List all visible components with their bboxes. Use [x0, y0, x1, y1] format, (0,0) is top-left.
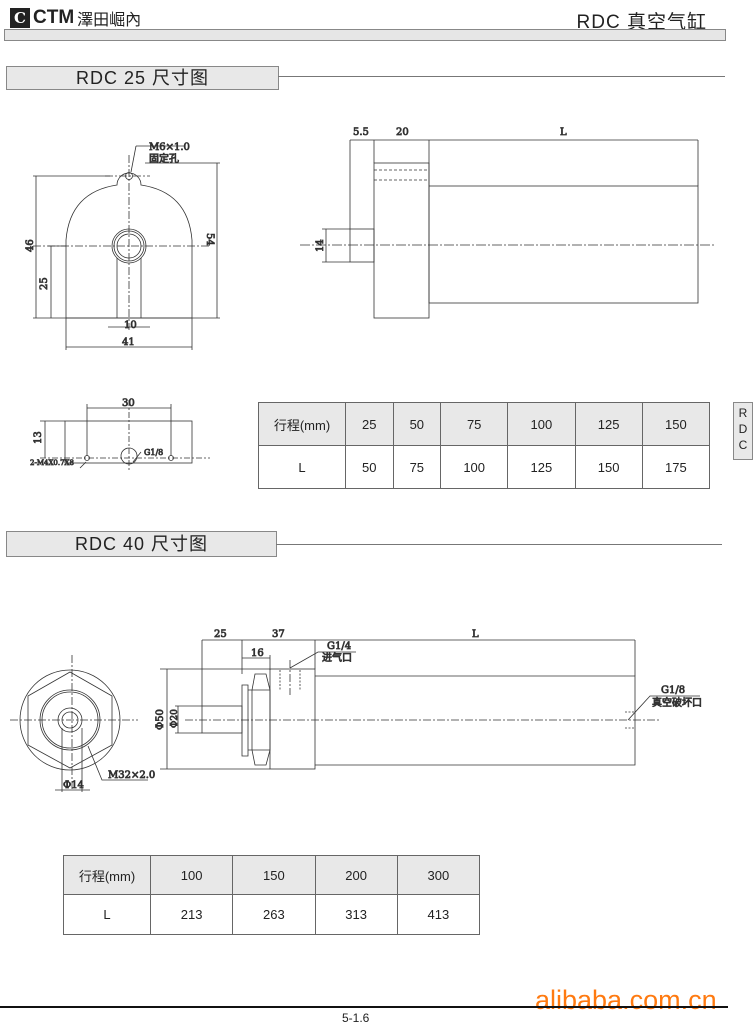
section-title-rdc40: RDC 40 尺寸图: [6, 531, 277, 557]
table-row: L 213 263 313 413: [63, 894, 481, 935]
rdc40-front-view: Φ14 M32×2.0: [10, 655, 156, 792]
table-cell: 175: [641, 445, 711, 489]
logo-mark-icon: C: [10, 8, 30, 28]
table-row: L 50 75 100 125 150 175: [258, 445, 711, 489]
hole-label: M6×1.0: [149, 142, 190, 153]
brand-logo: C CTM 澤田崛內: [10, 6, 141, 30]
inlet-port-label: G1/4: [327, 641, 351, 652]
dim-20: 20: [396, 127, 409, 138]
table-cell: 150: [574, 445, 643, 489]
hole-desc: 固定孔: [149, 152, 179, 165]
table-cell: 300: [396, 855, 481, 895]
inlet-desc: 进气口: [322, 651, 352, 664]
dim-5-5: 5.5: [353, 127, 369, 138]
vacuum-desc: 真空破坏口: [652, 696, 702, 709]
logo-brand: CTM: [33, 7, 75, 28]
table-cell: 150: [641, 402, 711, 446]
section-title-rdc25: RDC 25 尺寸图: [6, 66, 279, 90]
table-cell: 25: [345, 402, 394, 446]
dim-25: 25: [39, 277, 50, 290]
table-cell: L: [258, 445, 346, 489]
logo-cn: 澤田崛內: [77, 12, 142, 29]
dim-phi50: Φ50: [155, 709, 166, 730]
table-cell: 100: [440, 445, 509, 489]
table-header-row: 行程(mm) 100 150 200 300: [63, 855, 481, 895]
port-label: G1/8: [144, 448, 163, 457]
watermark: alibaba.com.cn: [535, 985, 717, 1015]
dim-13: 13: [33, 431, 44, 444]
rdc25-stroke-table: 行程(mm) 25 50 75 100 125 150 L 50 75 100 …: [258, 402, 711, 489]
table-cell: 200: [314, 855, 398, 895]
table-header-row: 行程(mm) 25 50 75 100 125 150: [258, 402, 711, 446]
dim-37: 37: [272, 629, 285, 640]
dim-10: 10: [124, 320, 137, 331]
vacuum-port-label: G1/8: [661, 685, 685, 696]
dim-phi20: Φ20: [170, 709, 180, 728]
table-cell: 100: [507, 402, 576, 446]
side-tab-letter: C: [738, 438, 748, 452]
table-cell: 50: [392, 402, 442, 446]
side-tab-rdc[interactable]: R D C: [733, 402, 753, 460]
section-divider: [276, 544, 722, 545]
dim-16: 16: [251, 648, 264, 659]
table-cell: 125: [574, 402, 643, 446]
rdc40-side-view: 25 37 16 L Φ50 Φ20 G1/4 进气口 G1/8 真空破坏口: [155, 629, 702, 770]
dim-L: L: [472, 629, 479, 640]
dim-25: 25: [214, 629, 227, 640]
table-cell: L: [63, 894, 151, 935]
table-cell: 150: [232, 855, 316, 895]
table-cell: 213: [149, 894, 234, 935]
dim-phi14: Φ14: [63, 780, 84, 791]
table-cell: 100: [149, 855, 234, 895]
footer-divider: [0, 1006, 728, 1008]
rdc25-bottom-view: 30 13 2-M4X0.7X8 G1/8: [30, 398, 210, 470]
rdc40-stroke-table: 行程(mm) 100 150 200 300 L 213 263 313 413: [63, 855, 481, 935]
header-bar: [4, 29, 726, 41]
side-tab-letter: D: [738, 422, 748, 436]
dim-41: 41: [122, 337, 135, 348]
table-cell: 313: [314, 894, 398, 935]
table-cell: 行程(mm): [63, 855, 151, 895]
rdc25-side-view: 5.5 20 L 14: [300, 127, 715, 319]
page-number: 5-1.6: [342, 1011, 370, 1025]
thread-label: 2-M4X0.7X8: [30, 459, 74, 467]
document-title: RDC 真空气缸: [576, 12, 707, 33]
table-cell: 75: [440, 402, 509, 446]
dim-L: L: [560, 127, 567, 138]
table-cell: 413: [396, 894, 481, 935]
side-tab-letter: R: [738, 406, 748, 420]
dim-46: 46: [25, 239, 36, 252]
table-cell: 75: [392, 445, 442, 489]
table-cell: 125: [507, 445, 576, 489]
dim-14: 14: [315, 239, 326, 252]
dim-54: 54: [204, 233, 215, 246]
dim-30: 30: [122, 398, 135, 409]
thread-label: M32×2.0: [108, 770, 155, 781]
section-divider: [278, 76, 725, 77]
rdc25-front-view: M6×1.0 固定孔 46 25 54 10 41: [25, 142, 220, 350]
